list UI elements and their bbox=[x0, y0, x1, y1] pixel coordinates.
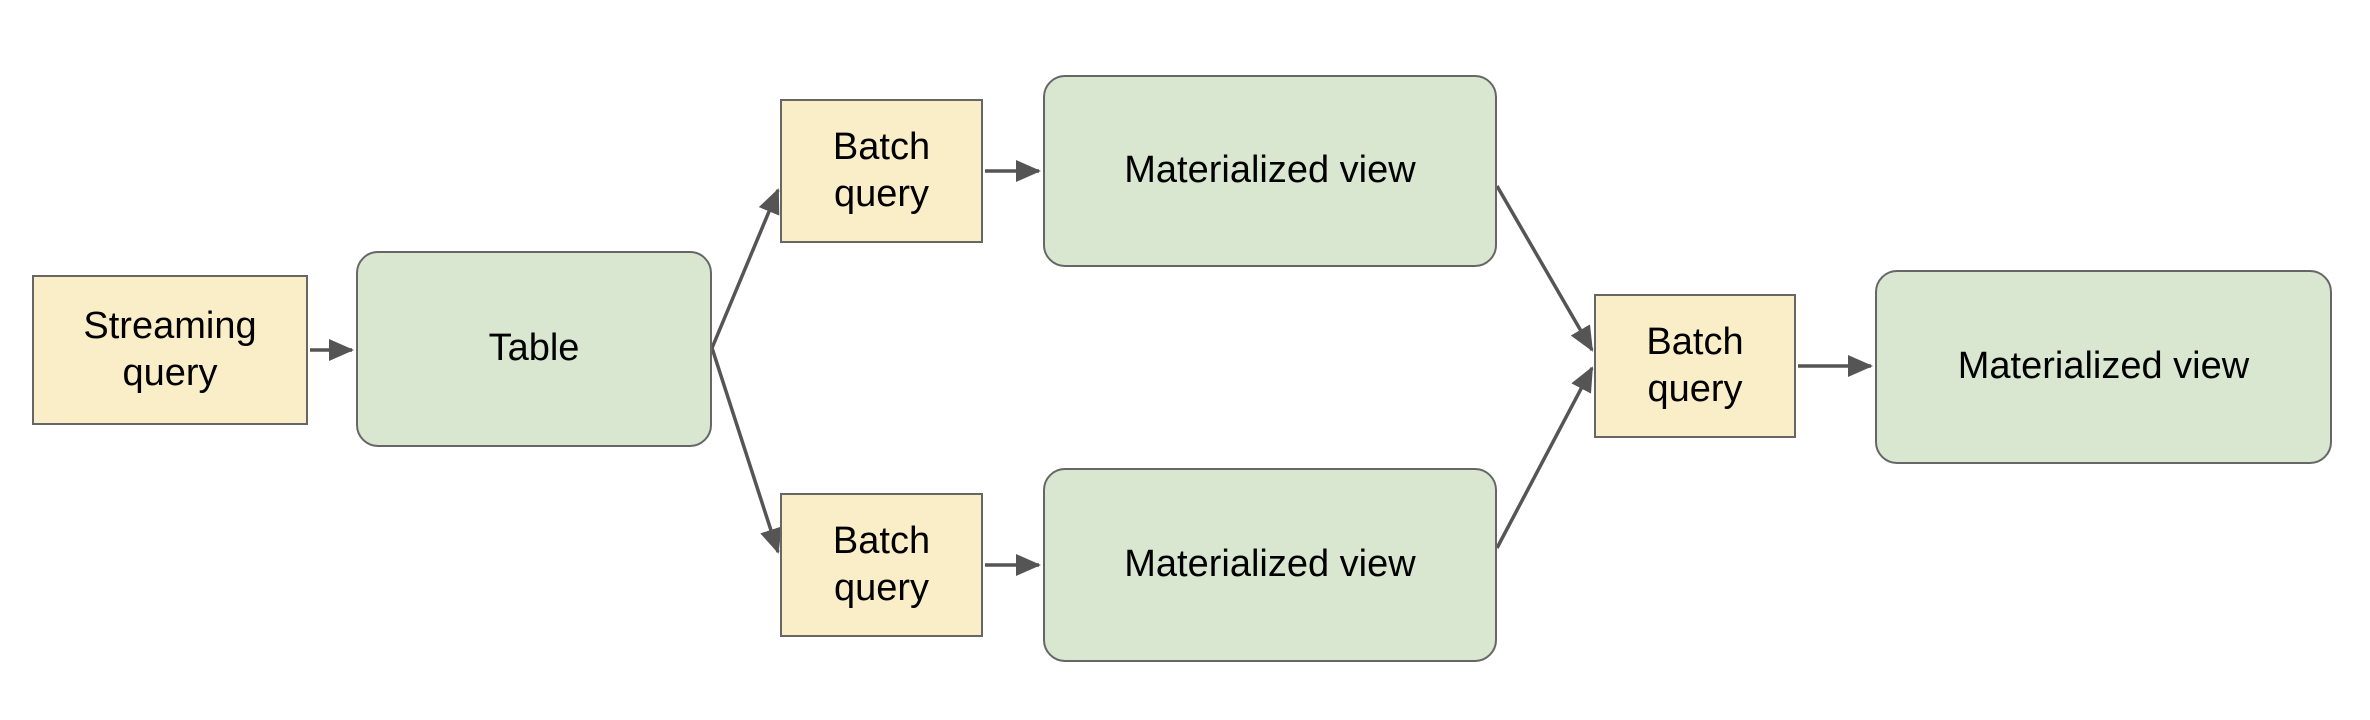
edge-table-to-batch-top bbox=[710, 188, 780, 349]
node-batch-query-right[interactable]: Batch query bbox=[1594, 294, 1796, 438]
node-materialized-view-bottom[interactable]: Materialized view bbox=[1043, 468, 1497, 662]
node-batch-query-top[interactable]: Batch query bbox=[780, 99, 983, 243]
node-materialized-view-top[interactable]: Materialized view bbox=[1043, 75, 1497, 267]
node-batch-query-bottom[interactable]: Batch query bbox=[780, 493, 983, 637]
edge-table-to-batch-bottom bbox=[710, 347, 782, 554]
node-streaming-query[interactable]: Streaming query bbox=[32, 275, 308, 425]
node-table[interactable]: Table bbox=[356, 251, 712, 447]
edge-mview-bottom-to-batch-right bbox=[1495, 366, 1594, 549]
edge-mview-top-to-batch-right bbox=[1495, 185, 1594, 352]
node-materialized-view-right[interactable]: Materialized view bbox=[1875, 270, 2332, 464]
